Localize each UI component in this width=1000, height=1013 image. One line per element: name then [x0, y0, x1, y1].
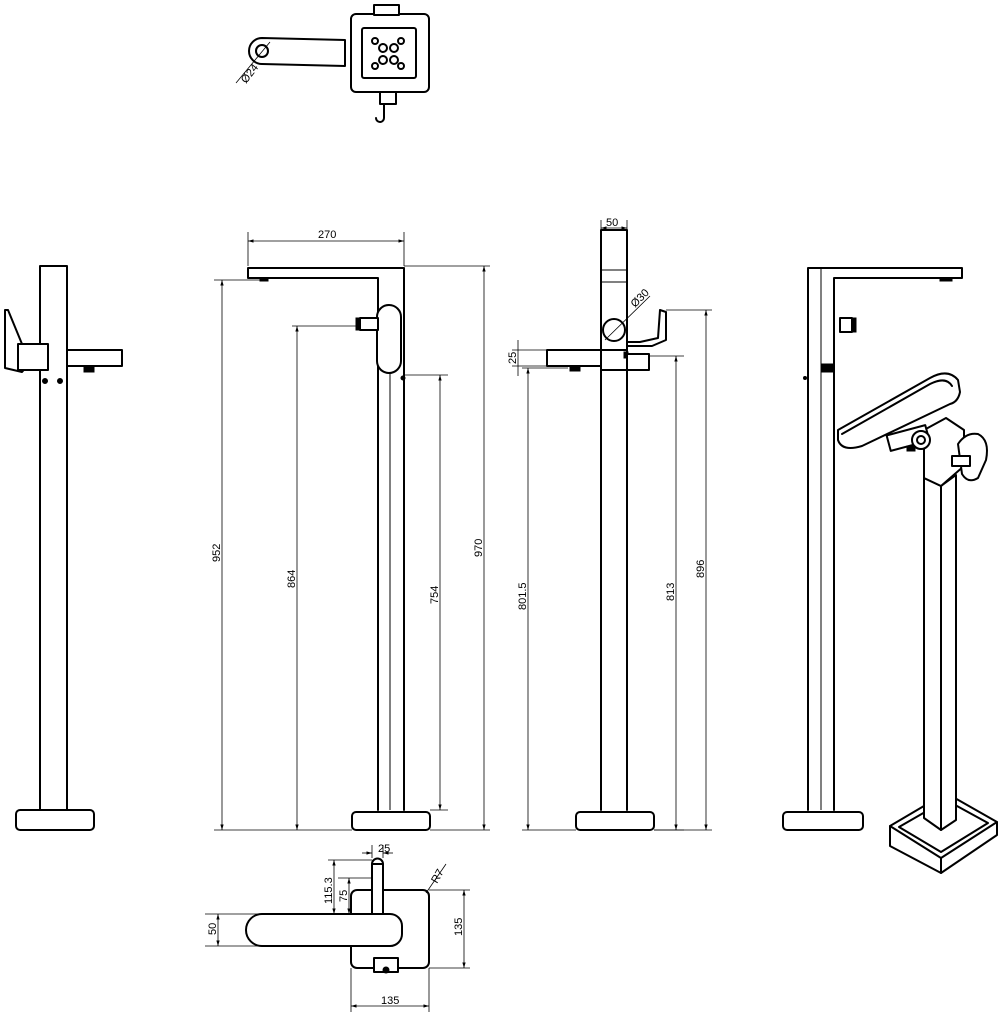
dim-total-height-right: 970 — [473, 539, 485, 557]
dim-spout-reach: 270 — [318, 229, 336, 241]
dim-base-depth: 135 — [453, 918, 465, 936]
dim-top-diameter: Ø24 — [239, 62, 261, 86]
side-view-right: 50 Ø30 25 801.5 813 896 — [507, 217, 712, 831]
dim-spout-thickness: 25 — [507, 352, 519, 364]
dim-handle-diameter: Ø30 — [629, 287, 652, 310]
dim-plan-holder-width: 25 — [378, 843, 390, 855]
dim-lever-height: 813 — [665, 583, 677, 601]
dim-spout-outlet-height: 801.5 — [517, 582, 529, 610]
dim-side-width: 50 — [606, 217, 618, 229]
dim-holder-height: 864 — [286, 570, 298, 588]
dim-plan-offset-b: 75 — [338, 890, 350, 902]
front-view: 270 952 864 754 970 — [211, 229, 490, 831]
side-view-left — [4, 265, 123, 831]
bottom-plan-view: 25 115.3 75 R7 50 135 135 — [205, 843, 470, 1012]
dim-total-height-left: 952 — [211, 544, 223, 562]
dim-base-width: 135 — [381, 995, 399, 1007]
dim-plan-spout-width: 50 — [207, 923, 219, 935]
dim-hose-outlet-height: 754 — [429, 586, 441, 604]
dim-corner-radius: R7 — [429, 867, 446, 885]
isometric-mixer — [837, 372, 998, 874]
dim-side-total-height: 896 — [695, 560, 707, 578]
top-plan-view: Ø24 — [235, 4, 430, 123]
dim-plan-offset-a: 115.3 — [323, 877, 335, 904]
rear-and-isometric-view — [782, 267, 998, 874]
fixing-holes — [371, 37, 405, 70]
